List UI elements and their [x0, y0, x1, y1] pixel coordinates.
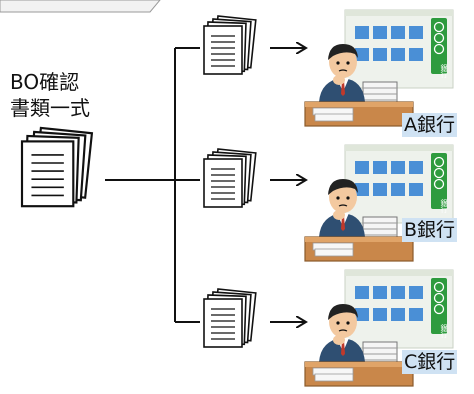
- bank-b-sign-text: 銀行: [440, 199, 448, 213]
- corner-tab: [0, 0, 161, 13]
- bank-b-label: B銀行: [402, 218, 458, 242]
- document-stack-icon-c: [204, 289, 256, 347]
- bank-a-label: A銀行: [402, 113, 457, 137]
- bank-b-scene: [304, 144, 454, 262]
- bank-c-label: C銀行: [402, 350, 458, 374]
- document-stack-icon-a: [204, 16, 256, 74]
- source-document-stack-icon: [22, 128, 92, 206]
- bank-a-sign-text: 銀行: [440, 64, 448, 78]
- bank-a-scene: [304, 9, 454, 127]
- document-stack-icon-b: [204, 149, 256, 207]
- bank-c-sign-text: 銀行: [440, 324, 448, 338]
- source-title-line2: 書類一式: [10, 96, 90, 120]
- source-title-line1: BO確認: [10, 70, 80, 94]
